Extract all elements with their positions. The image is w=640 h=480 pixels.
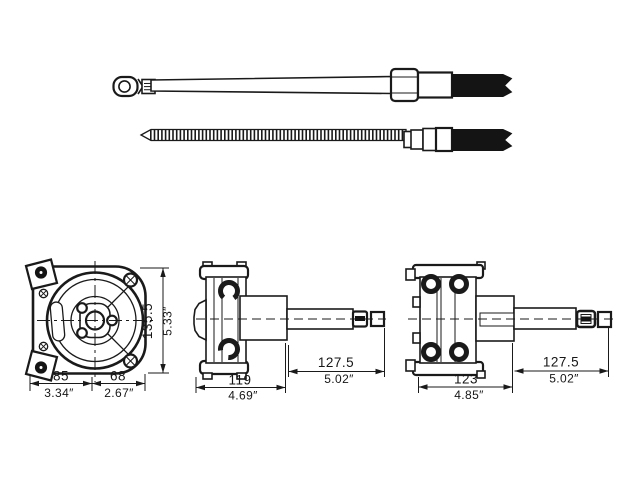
dim-left-mm: 85 [53, 369, 69, 384]
dim-body1-mm: 119 [228, 373, 251, 388]
hub-bolt-2 [76, 327, 88, 339]
helm-front-view: 135.5 5.33″ 85 3.34″ 68 2.67″ [24, 258, 175, 400]
core-jacket-break [451, 129, 513, 151]
dim-shaft-length-1: 127.5 5.02″ [288, 328, 385, 386]
cable-tube [150, 75, 393, 95]
bearing-ring-icon [449, 274, 469, 294]
side-bolt-block [405, 359, 416, 372]
core-fitting-body [434, 126, 454, 153]
dim-body2-mm: 123 [454, 372, 478, 387]
steering-cable-core-view [139, 126, 513, 153]
left-bracket [193, 298, 207, 342]
clamp-nub [236, 372, 247, 380]
clamp-top [411, 263, 485, 280]
rim-screw-bottomright-icon [122, 353, 139, 369]
clamp-nub [476, 370, 486, 379]
helm-side-view-1: 119 4.69″ 127.5 5.02″ [193, 261, 386, 403]
dim-shaft2-in: 5.02″ [549, 372, 579, 386]
clamp-ring-bottom-icon [217, 338, 240, 361]
core-fitting-step2 [422, 127, 437, 152]
dim-height-mm: 135.5 [140, 303, 155, 339]
dim-height-in: 5.33″ [161, 306, 175, 336]
cable-jacket-break [451, 74, 513, 97]
dim-left-in: 3.34″ [44, 386, 74, 400]
steering-cable-outer-view [112, 67, 513, 103]
dim-width: 85 3.34″ 68 2.67″ [29, 369, 146, 400]
cross-screw-bottom-icon [38, 341, 49, 352]
bearing-ring-icon [421, 342, 441, 362]
bearing-ring-icon [449, 342, 469, 362]
cable-eye-hole [118, 80, 131, 93]
dim-body2-in: 4.85″ [454, 388, 484, 402]
hub-bolt-1 [76, 302, 88, 314]
left-tab [412, 296, 421, 308]
side-bolt-block [405, 268, 416, 281]
helm-slot [49, 301, 66, 342]
dim-body1-in: 4.69″ [228, 389, 258, 403]
dim-shaft-length-2: 127.5 5.02″ [514, 328, 609, 386]
spoke-lower [106, 332, 130, 356]
bearing-ring-icon [421, 274, 441, 294]
dim-right-mm: 68 [110, 369, 126, 384]
cable-hex-nut [389, 67, 420, 103]
clamp-ring-top-icon [218, 280, 240, 302]
rim-screw-topright-icon [122, 272, 139, 288]
dim-shaft2-mm: 127.5 [543, 355, 579, 370]
dim-shaft1-in: 5.02″ [324, 372, 354, 386]
clamp-nub [202, 372, 213, 380]
dim-height: 135.5 5.33″ [140, 267, 175, 374]
dim-shaft1-mm: 127.5 [318, 355, 354, 370]
cable-sleeve-cylinder [416, 71, 454, 99]
spoke-upper [106, 285, 130, 309]
helm-side-view-2: 123 4.85″ 127.5 5.02″ [405, 261, 613, 402]
dim-right-in: 2.67″ [104, 386, 134, 400]
dim-body-width-2: 123 4.85″ [418, 343, 513, 402]
mount-plate [239, 295, 288, 341]
cross-screw-top-icon [38, 288, 49, 299]
core-fitting-step1 [410, 129, 424, 150]
left-tab [412, 332, 421, 344]
dim-body-width-1: 119 4.69″ [195, 343, 286, 403]
